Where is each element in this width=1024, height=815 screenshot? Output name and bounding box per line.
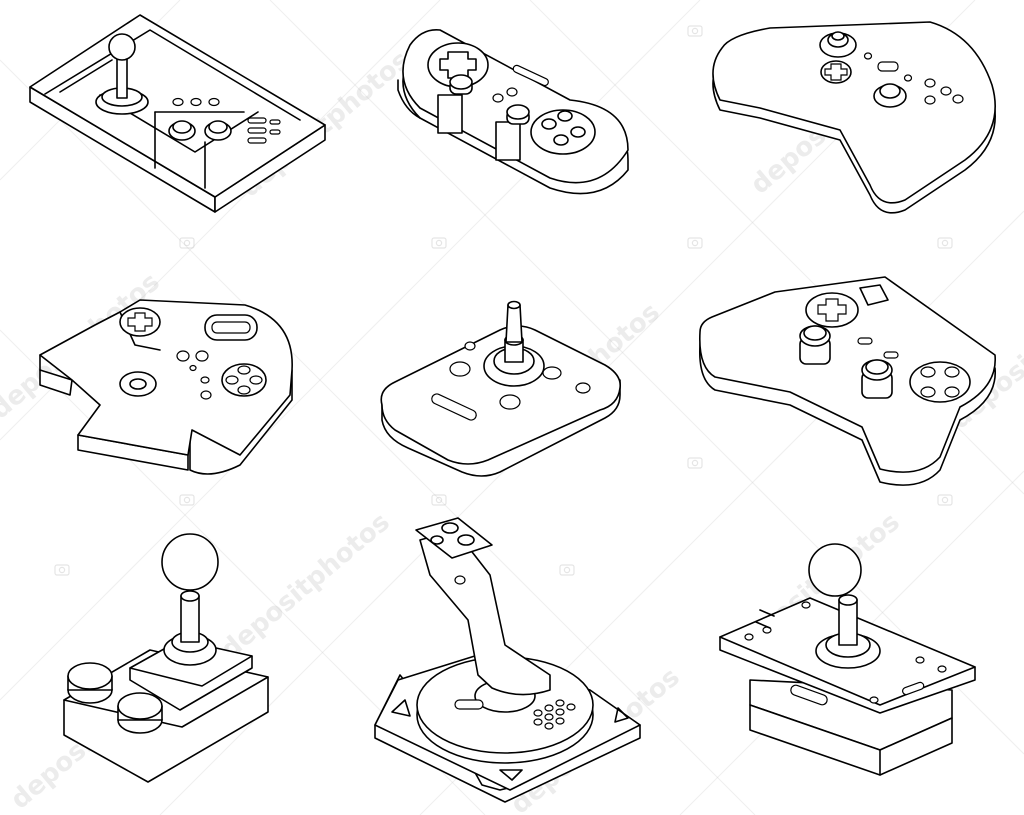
arcade-joystick-plate-icon [720,544,975,775]
desktop-joystick-icon [381,302,620,477]
snes-style-gamepad-icon [398,30,628,194]
arcade-stick-board-icon [30,15,325,212]
watermark-text: depositphotos [215,507,395,665]
dualshock-style-gamepad-icon [700,277,995,485]
watermark-camera-icons [55,26,952,575]
modern-gamepad-icon [713,22,995,213]
retro-joystick-icon [64,534,268,782]
n64-style-controller-icon [40,300,292,474]
flight-stick-icon [375,518,640,802]
